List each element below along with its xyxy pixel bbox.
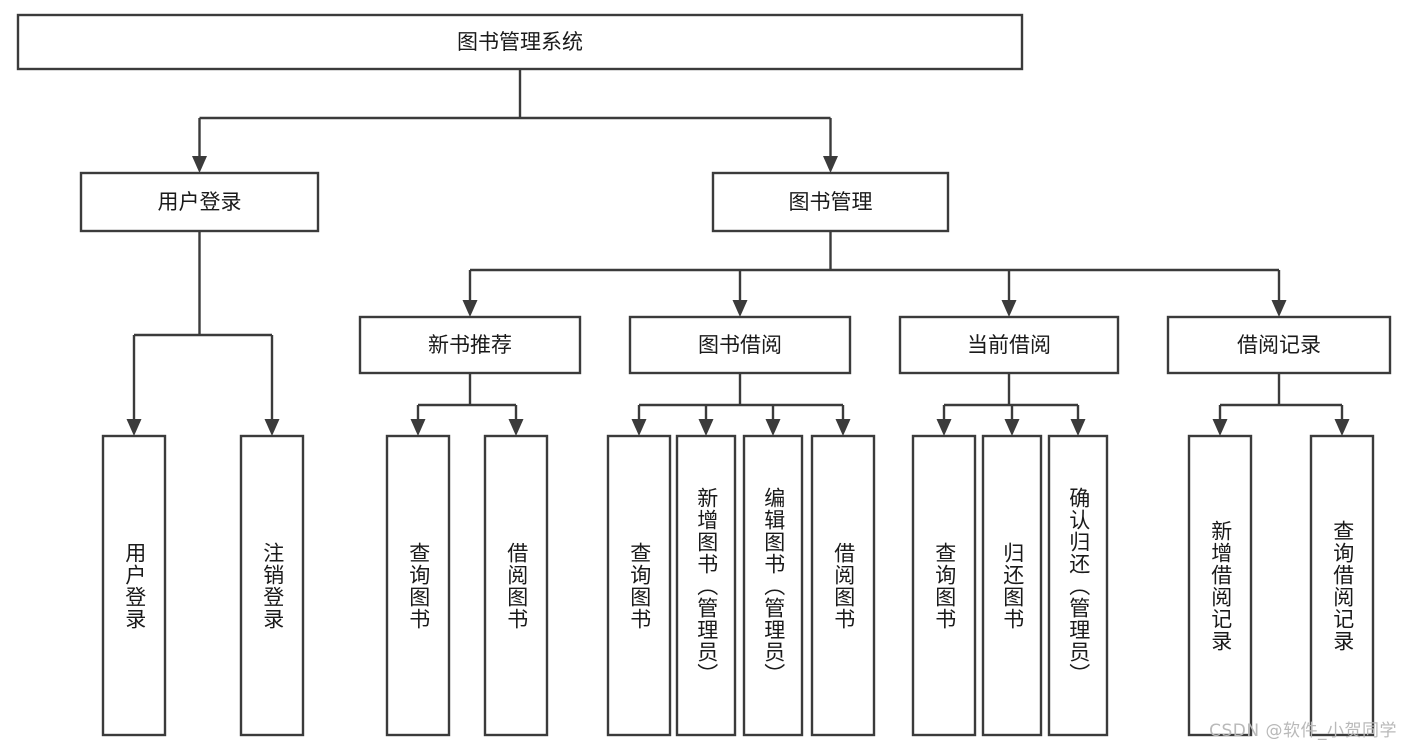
node-box-user-login[interactable] bbox=[79, 171, 320, 233]
node-label-current-borrow: 当前借阅 bbox=[967, 333, 1051, 357]
leaf-box-leaf-query-book-1[interactable] bbox=[385, 434, 451, 737]
arrow-head-icon bbox=[631, 419, 647, 436]
watermark-text: CSDN @软件_小贺同学 bbox=[1209, 721, 1397, 741]
leaf-box-leaf-add-book[interactable] bbox=[675, 434, 737, 737]
arrow-head-icon bbox=[1271, 300, 1287, 317]
arrow-head-icon bbox=[1070, 419, 1086, 436]
arrow-head-icon bbox=[1004, 419, 1020, 436]
arrow-head-icon bbox=[192, 156, 207, 173]
leaf-box-leaf-user-login[interactable] bbox=[101, 434, 167, 737]
arrow-head-icon bbox=[508, 419, 524, 436]
node-label-leaf-query-book-1: 查询图书 bbox=[406, 541, 431, 630]
leaf-box-leaf-logout-login[interactable] bbox=[239, 434, 305, 737]
node-label-leaf-confirm-return: 确认归还（管理员） bbox=[1066, 486, 1091, 685]
arrow-head-icon bbox=[732, 300, 748, 317]
boxes-layer bbox=[16, 13, 1392, 737]
node-label-leaf-edit-book: 编辑图书（管理员） bbox=[761, 486, 786, 685]
arrow-head-icon bbox=[410, 419, 426, 436]
node-label-root: 图书管理系统 bbox=[457, 30, 583, 54]
leaf-box-leaf-confirm-return[interactable] bbox=[1047, 434, 1109, 737]
leaf-box-leaf-borrow-book-1[interactable] bbox=[483, 434, 549, 737]
leaf-box-leaf-query-book-3[interactable] bbox=[911, 434, 977, 737]
node-label-leaf-query-record: 查询借阅记录 bbox=[1330, 519, 1355, 652]
arrow-head-icon bbox=[1001, 300, 1017, 317]
arrow-head-icon bbox=[1334, 419, 1350, 436]
node-label-borrow-record: 借阅记录 bbox=[1237, 333, 1321, 357]
leaf-box-leaf-query-book-2[interactable] bbox=[606, 434, 672, 737]
leaf-box-leaf-borrow-book-2[interactable] bbox=[810, 434, 876, 737]
node-box-new-book-recommend[interactable] bbox=[358, 315, 582, 375]
arrow-head-icon bbox=[462, 300, 478, 317]
node-label-new-book-recommend: 新书推荐 bbox=[428, 333, 512, 357]
node-label-leaf-user-login: 用户登录 bbox=[122, 541, 147, 630]
connectors-layer bbox=[126, 69, 1350, 436]
arrow-head-icon bbox=[823, 156, 838, 173]
arrow-head-icon bbox=[698, 419, 714, 436]
leaf-box-leaf-query-record[interactable] bbox=[1309, 434, 1375, 737]
node-label-leaf-logout-login: 注销登录 bbox=[260, 541, 285, 630]
arrow-head-icon bbox=[765, 419, 781, 436]
node-label-leaf-borrow-book-2: 借阅图书 bbox=[831, 541, 856, 630]
node-box-book-manage[interactable] bbox=[711, 171, 950, 233]
leaf-box-leaf-return-book[interactable] bbox=[981, 434, 1043, 737]
arrow-head-icon bbox=[1212, 419, 1228, 436]
arrow-head-icon bbox=[126, 419, 142, 436]
node-box-book-borrow[interactable] bbox=[628, 315, 852, 375]
node-label-book-manage: 图书管理 bbox=[789, 190, 873, 214]
node-label-leaf-query-book-3: 查询图书 bbox=[932, 541, 957, 630]
node-box-current-borrow[interactable] bbox=[898, 315, 1120, 375]
node-label-user-login: 用户登录 bbox=[158, 190, 242, 214]
node-label-book-borrow: 图书借阅 bbox=[698, 333, 782, 357]
node-label-leaf-return-book: 归还图书 bbox=[1000, 541, 1025, 630]
node-box-root[interactable] bbox=[16, 13, 1024, 71]
arrow-head-icon bbox=[835, 419, 851, 436]
arrow-head-icon bbox=[264, 419, 280, 436]
leaf-box-leaf-add-record[interactable] bbox=[1187, 434, 1253, 737]
node-label-leaf-borrow-book-1: 借阅图书 bbox=[504, 541, 529, 630]
node-label-leaf-query-book-2: 查询图书 bbox=[627, 541, 652, 630]
node-label-leaf-add-book: 新增图书（管理员） bbox=[694, 486, 719, 685]
arrow-head-icon bbox=[936, 419, 952, 436]
node-box-borrow-record[interactable] bbox=[1166, 315, 1392, 375]
node-label-leaf-add-record: 新增借阅记录 bbox=[1208, 519, 1233, 652]
leaf-box-leaf-edit-book[interactable] bbox=[742, 434, 804, 737]
